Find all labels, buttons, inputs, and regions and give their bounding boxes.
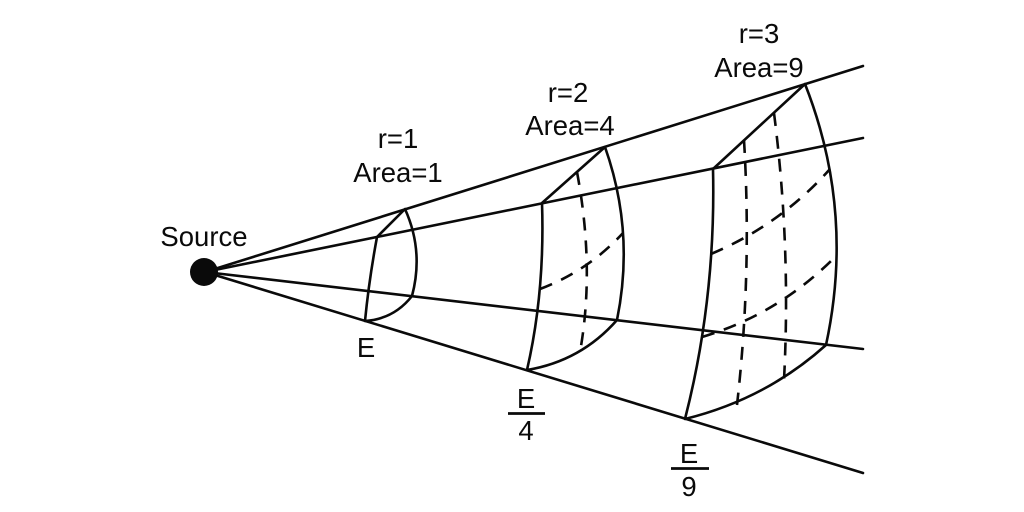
- ray-lower-middle: [203, 270, 865, 351]
- label-energy-r1: E: [357, 332, 375, 363]
- shell-r2-grid-horizontal: [539, 232, 624, 291]
- source-label: Source: [160, 221, 247, 252]
- fraction-e4-denominator: 4: [518, 415, 533, 446]
- ray-bottom: [203, 270, 865, 475]
- fraction-e4-numerator: E: [517, 383, 535, 414]
- fraction-energy-r2: E 4: [508, 383, 545, 446]
- ray-upper-middle: [203, 136, 865, 274]
- ray-top: [203, 64, 865, 274]
- shell-r3-grid-horizontal-1: [710, 168, 831, 256]
- fraction-e9-numerator: E: [680, 438, 698, 469]
- fraction-e9-denominator: 9: [681, 471, 696, 502]
- shell-r3-outline: [683, 82, 838, 421]
- label-area9: Area=9: [714, 52, 803, 83]
- label-r3: r=3: [739, 18, 780, 49]
- shell-r3-grid-vertical-2: [772, 112, 788, 381]
- label-r2: r=2: [548, 77, 589, 108]
- source-dot: [190, 258, 218, 286]
- shell-r3-grid-vertical-1: [735, 139, 749, 406]
- fraction-energy-r3: E 9: [671, 438, 709, 502]
- label-r1: r=1: [378, 123, 419, 154]
- label-area4: Area=4: [525, 110, 614, 141]
- shell-r3-grid-horizontal-2: [701, 255, 837, 339]
- label-area1: Area=1: [353, 157, 442, 188]
- shell-r2-grid-vertical: [575, 171, 589, 353]
- shell-r1-outline: [363, 207, 418, 323]
- shell-r2-outline: [525, 145, 626, 372]
